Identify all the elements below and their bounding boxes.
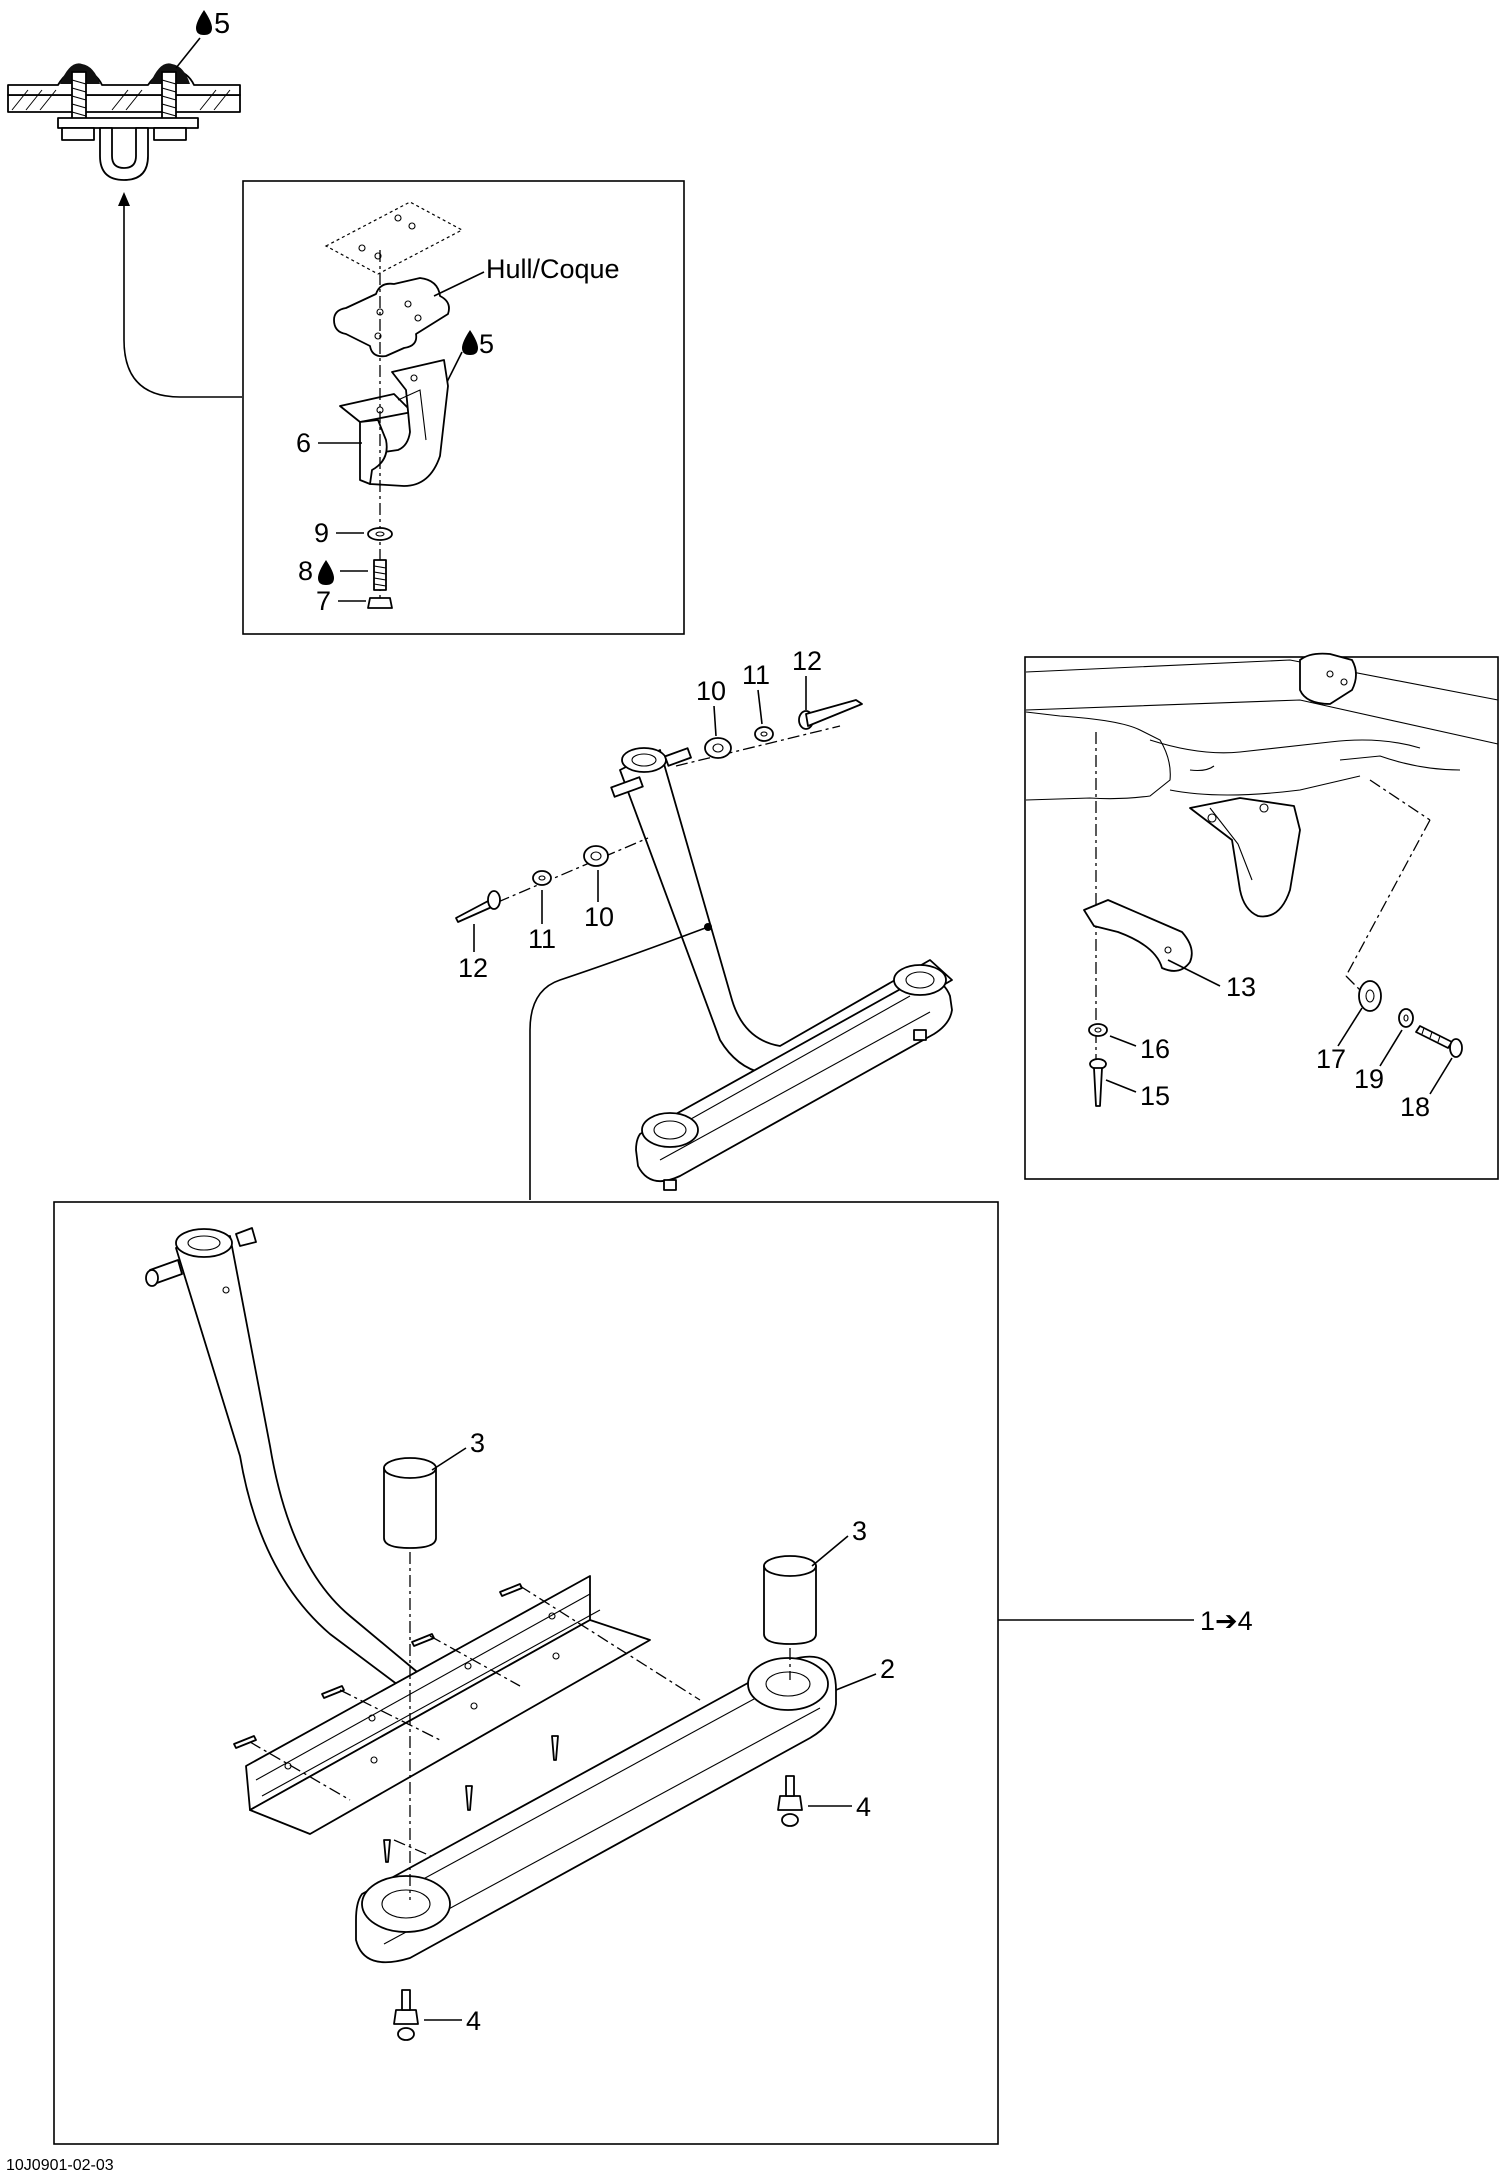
inset-step-exploded-frame: [53, 1201, 999, 2145]
step-ladder-assembly: [610, 747, 953, 1191]
inset-hull-bracket-frame: [242, 180, 685, 635]
callout-16: 16: [1140, 1034, 1170, 1064]
callout-17: 17: [1316, 1044, 1346, 1074]
callout-18: 18: [1400, 1092, 1430, 1122]
hull-cross-section: [7, 63, 241, 181]
rubber-cap-3-left: [383, 1457, 437, 1549]
washer-17: [1358, 980, 1382, 1012]
callout-15: 15: [1140, 1081, 1170, 1111]
rubber-cap-3-right: [763, 1555, 817, 1645]
reinforcement-plate: [333, 277, 450, 358]
callout-11-upper: 11: [742, 660, 770, 690]
screw-18: [1415, 1025, 1463, 1058]
washer-10-upper: [704, 737, 732, 759]
washer-16: [1088, 1023, 1108, 1037]
rivet-12-upper: [798, 699, 863, 730]
callout-5-inset: 5: [479, 329, 494, 359]
diagram-code: 10J0901-02-03: [6, 2157, 114, 2174]
hull-plate-outline: [324, 201, 464, 275]
callout-12-lower: 12: [458, 953, 488, 983]
callout-11-lower: 11: [528, 924, 556, 954]
callout-12-upper: 12: [792, 646, 822, 676]
callout-3-left: 3: [470, 1428, 485, 1458]
foot-4-right: [777, 1775, 803, 1827]
bracket-13: [1083, 899, 1193, 972]
washer-10-lower: [583, 845, 609, 867]
sealant-drop-icon: [462, 330, 478, 355]
bracket-13-installed: [1189, 797, 1301, 918]
callout-8: 8: [298, 556, 313, 586]
hull-underside: [1025, 652, 1499, 801]
foot-4-left: [393, 1989, 419, 2041]
callout-5-top: 5: [214, 8, 230, 40]
washer-11-upper: [754, 726, 774, 742]
callout-4-left: 4: [466, 2006, 481, 2036]
step-mounting-bracket: [245, 1575, 651, 1835]
sealant-drop-icon: [196, 10, 212, 35]
step-frame: [355, 1655, 837, 1964]
callout-9: 9: [314, 518, 329, 548]
rivet-15: [1089, 1058, 1107, 1107]
sealant-drop-icon: [318, 560, 334, 585]
washer-9: [367, 527, 393, 541]
tow-hook-bracket: [339, 359, 449, 487]
callout-6: 6: [296, 428, 311, 458]
callout-7: 7: [316, 586, 331, 616]
washer-19: [1398, 1008, 1414, 1028]
thread-sealant-8: [373, 559, 387, 591]
callout-3-right: 3: [852, 1516, 867, 1546]
callout-13: 13: [1226, 972, 1256, 1002]
rivet-12-lower: [455, 890, 501, 923]
callout-10-upper: 10: [696, 676, 726, 706]
callout-19: 19: [1354, 1064, 1384, 1094]
step-tube: [145, 1227, 423, 1695]
callout-2: 2: [880, 1654, 895, 1684]
callout-range-1-4: 1➔4: [1200, 1606, 1253, 1636]
washer-11-lower: [532, 870, 552, 886]
callout-10-lower: 10: [584, 902, 614, 932]
callout-4-right: 4: [856, 1792, 871, 1822]
callout-hull: Hull/Coque: [486, 254, 620, 284]
inset-mount-frame: [1024, 656, 1499, 1180]
bolt-7: [367, 597, 393, 609]
